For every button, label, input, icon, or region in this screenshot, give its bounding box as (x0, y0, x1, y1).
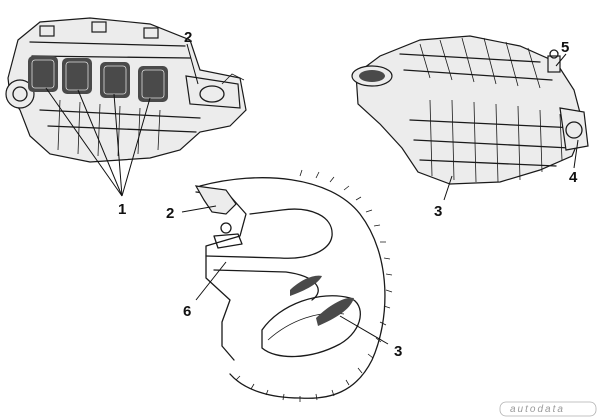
intake-manifold-rear-view (351, 35, 589, 185)
intake-manifold-front-view (5, 17, 247, 163)
callout-2-lower: 2 (166, 205, 174, 222)
callout-3-upper: 3 (434, 203, 442, 220)
watermark-text: autodata (510, 404, 565, 415)
leaders-right (443, 53, 579, 201)
callout-5: 5 (561, 39, 569, 56)
callout-3-lower: 3 (394, 343, 402, 360)
leaders-center (181, 205, 389, 345)
callout-6: 6 (183, 303, 191, 320)
autodata-watermark: autodata (499, 401, 597, 417)
manifold-cross-section (194, 169, 393, 402)
runner-ports (28, 56, 168, 102)
vent-shading (290, 275, 354, 326)
leaders-left (45, 43, 199, 197)
callout-4: 4 (569, 169, 578, 186)
callout-2-upper: 2 (184, 29, 192, 46)
callout-1: 1 (118, 201, 126, 218)
